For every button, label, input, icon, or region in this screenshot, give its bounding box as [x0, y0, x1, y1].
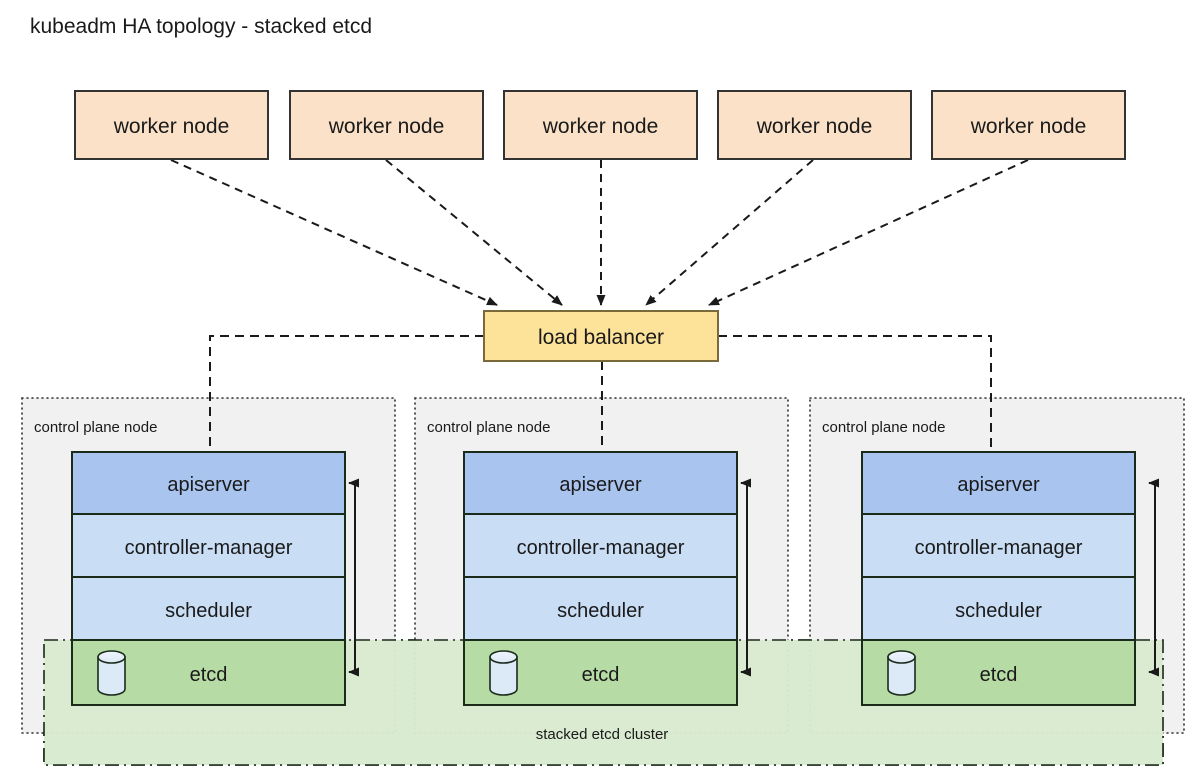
- etcd-label-2: etcd: [582, 664, 620, 686]
- database-cylinder-icon-3: [887, 650, 916, 696]
- scheduler-box-3[interactable]: [861, 576, 1136, 641]
- lb-to-control-plane-connectors: [209, 335, 992, 452]
- component-stack-1: apiserver controller-manager scheduler e…: [71, 451, 359, 706]
- scheduler-box-2[interactable]: [463, 576, 738, 641]
- worker-node-box-3[interactable]: [503, 90, 698, 160]
- etcd-cluster-label-front: stacked etcd cluster: [536, 726, 669, 743]
- controller-manager-label-1: controller-manager: [125, 537, 293, 559]
- lb-to-apiserver-3-line: [718, 335, 992, 452]
- component-stack-2: apiserver controller-manager scheduler e…: [463, 451, 751, 706]
- page-title: kubeadm HA topology - stacked etcd: [30, 15, 372, 38]
- worker-node-box-5[interactable]: [931, 90, 1126, 160]
- controller-manager-label-3: controller-manager: [915, 537, 1083, 559]
- apiserver-box-3[interactable]: [861, 451, 1136, 515]
- worker-node-3[interactable]: worker node: [503, 90, 698, 160]
- controller-manager-box-2[interactable]: [463, 513, 738, 578]
- scheduler-box-1[interactable]: [71, 576, 346, 641]
- load-balancer-label: load balancer: [538, 326, 664, 349]
- load-balancer-box[interactable]: [483, 310, 719, 362]
- database-cylinder-icon-1: [97, 650, 126, 696]
- scheduler-label-2: scheduler: [557, 600, 644, 622]
- worker-node-box-1[interactable]: [74, 90, 269, 160]
- worker-node-1[interactable]: worker node: [74, 90, 269, 160]
- worker-1-to-lb-line: [170, 159, 498, 306]
- control-plane-panel-label-3: control plane node: [822, 419, 945, 436]
- worker-2-to-lb-line: [385, 159, 563, 306]
- etcd-label-1: etcd: [190, 664, 228, 686]
- worker-node-box-2[interactable]: [289, 90, 484, 160]
- controller-manager-label-2: controller-manager: [517, 537, 685, 559]
- worker-node-5[interactable]: worker node: [931, 90, 1126, 160]
- load-balancer-node[interactable]: load balancer: [483, 310, 719, 362]
- worker-5-to-lb-line: [708, 159, 1029, 306]
- worker-node-label-5: worker node: [970, 115, 1087, 138]
- worker-node-box-4[interactable]: [717, 90, 912, 160]
- apiserver-etcd-loop-2: [740, 478, 751, 677]
- worker-node-label-4: worker node: [756, 115, 873, 138]
- apiserver-label-1: apiserver: [167, 474, 250, 496]
- apiserver-etcd-loop-1: [348, 478, 359, 677]
- component-stack-3: apiserver controller-manager scheduler e…: [861, 451, 1159, 706]
- control-plane-panel-label-1: control plane node: [34, 419, 157, 436]
- control-plane-panel-label-2: control plane node: [427, 419, 550, 436]
- worker-4-to-lb-line: [645, 159, 814, 306]
- apiserver-label-3: apiserver: [957, 474, 1040, 496]
- etcd-label-3: etcd: [980, 664, 1018, 686]
- lb-to-apiserver-1-line: [209, 335, 484, 452]
- worker-node-2[interactable]: worker node: [289, 90, 484, 160]
- apiserver-etcd-loop-3: [1148, 478, 1159, 677]
- controller-manager-box-3[interactable]: [861, 513, 1136, 578]
- worker-node-4[interactable]: worker node: [717, 90, 912, 160]
- scheduler-label-1: scheduler: [165, 600, 252, 622]
- worker-node-label-2: worker node: [328, 115, 445, 138]
- apiserver-label-2: apiserver: [559, 474, 642, 496]
- worker-node-label-1: worker node: [113, 115, 230, 138]
- database-cylinder-icon-2: [489, 650, 518, 696]
- controller-manager-box-1[interactable]: [71, 513, 346, 578]
- scheduler-label-3: scheduler: [955, 600, 1042, 622]
- worker-to-lb-connectors: [170, 159, 1029, 306]
- apiserver-box-1[interactable]: [71, 451, 346, 515]
- worker-node-label-3: worker node: [542, 115, 659, 138]
